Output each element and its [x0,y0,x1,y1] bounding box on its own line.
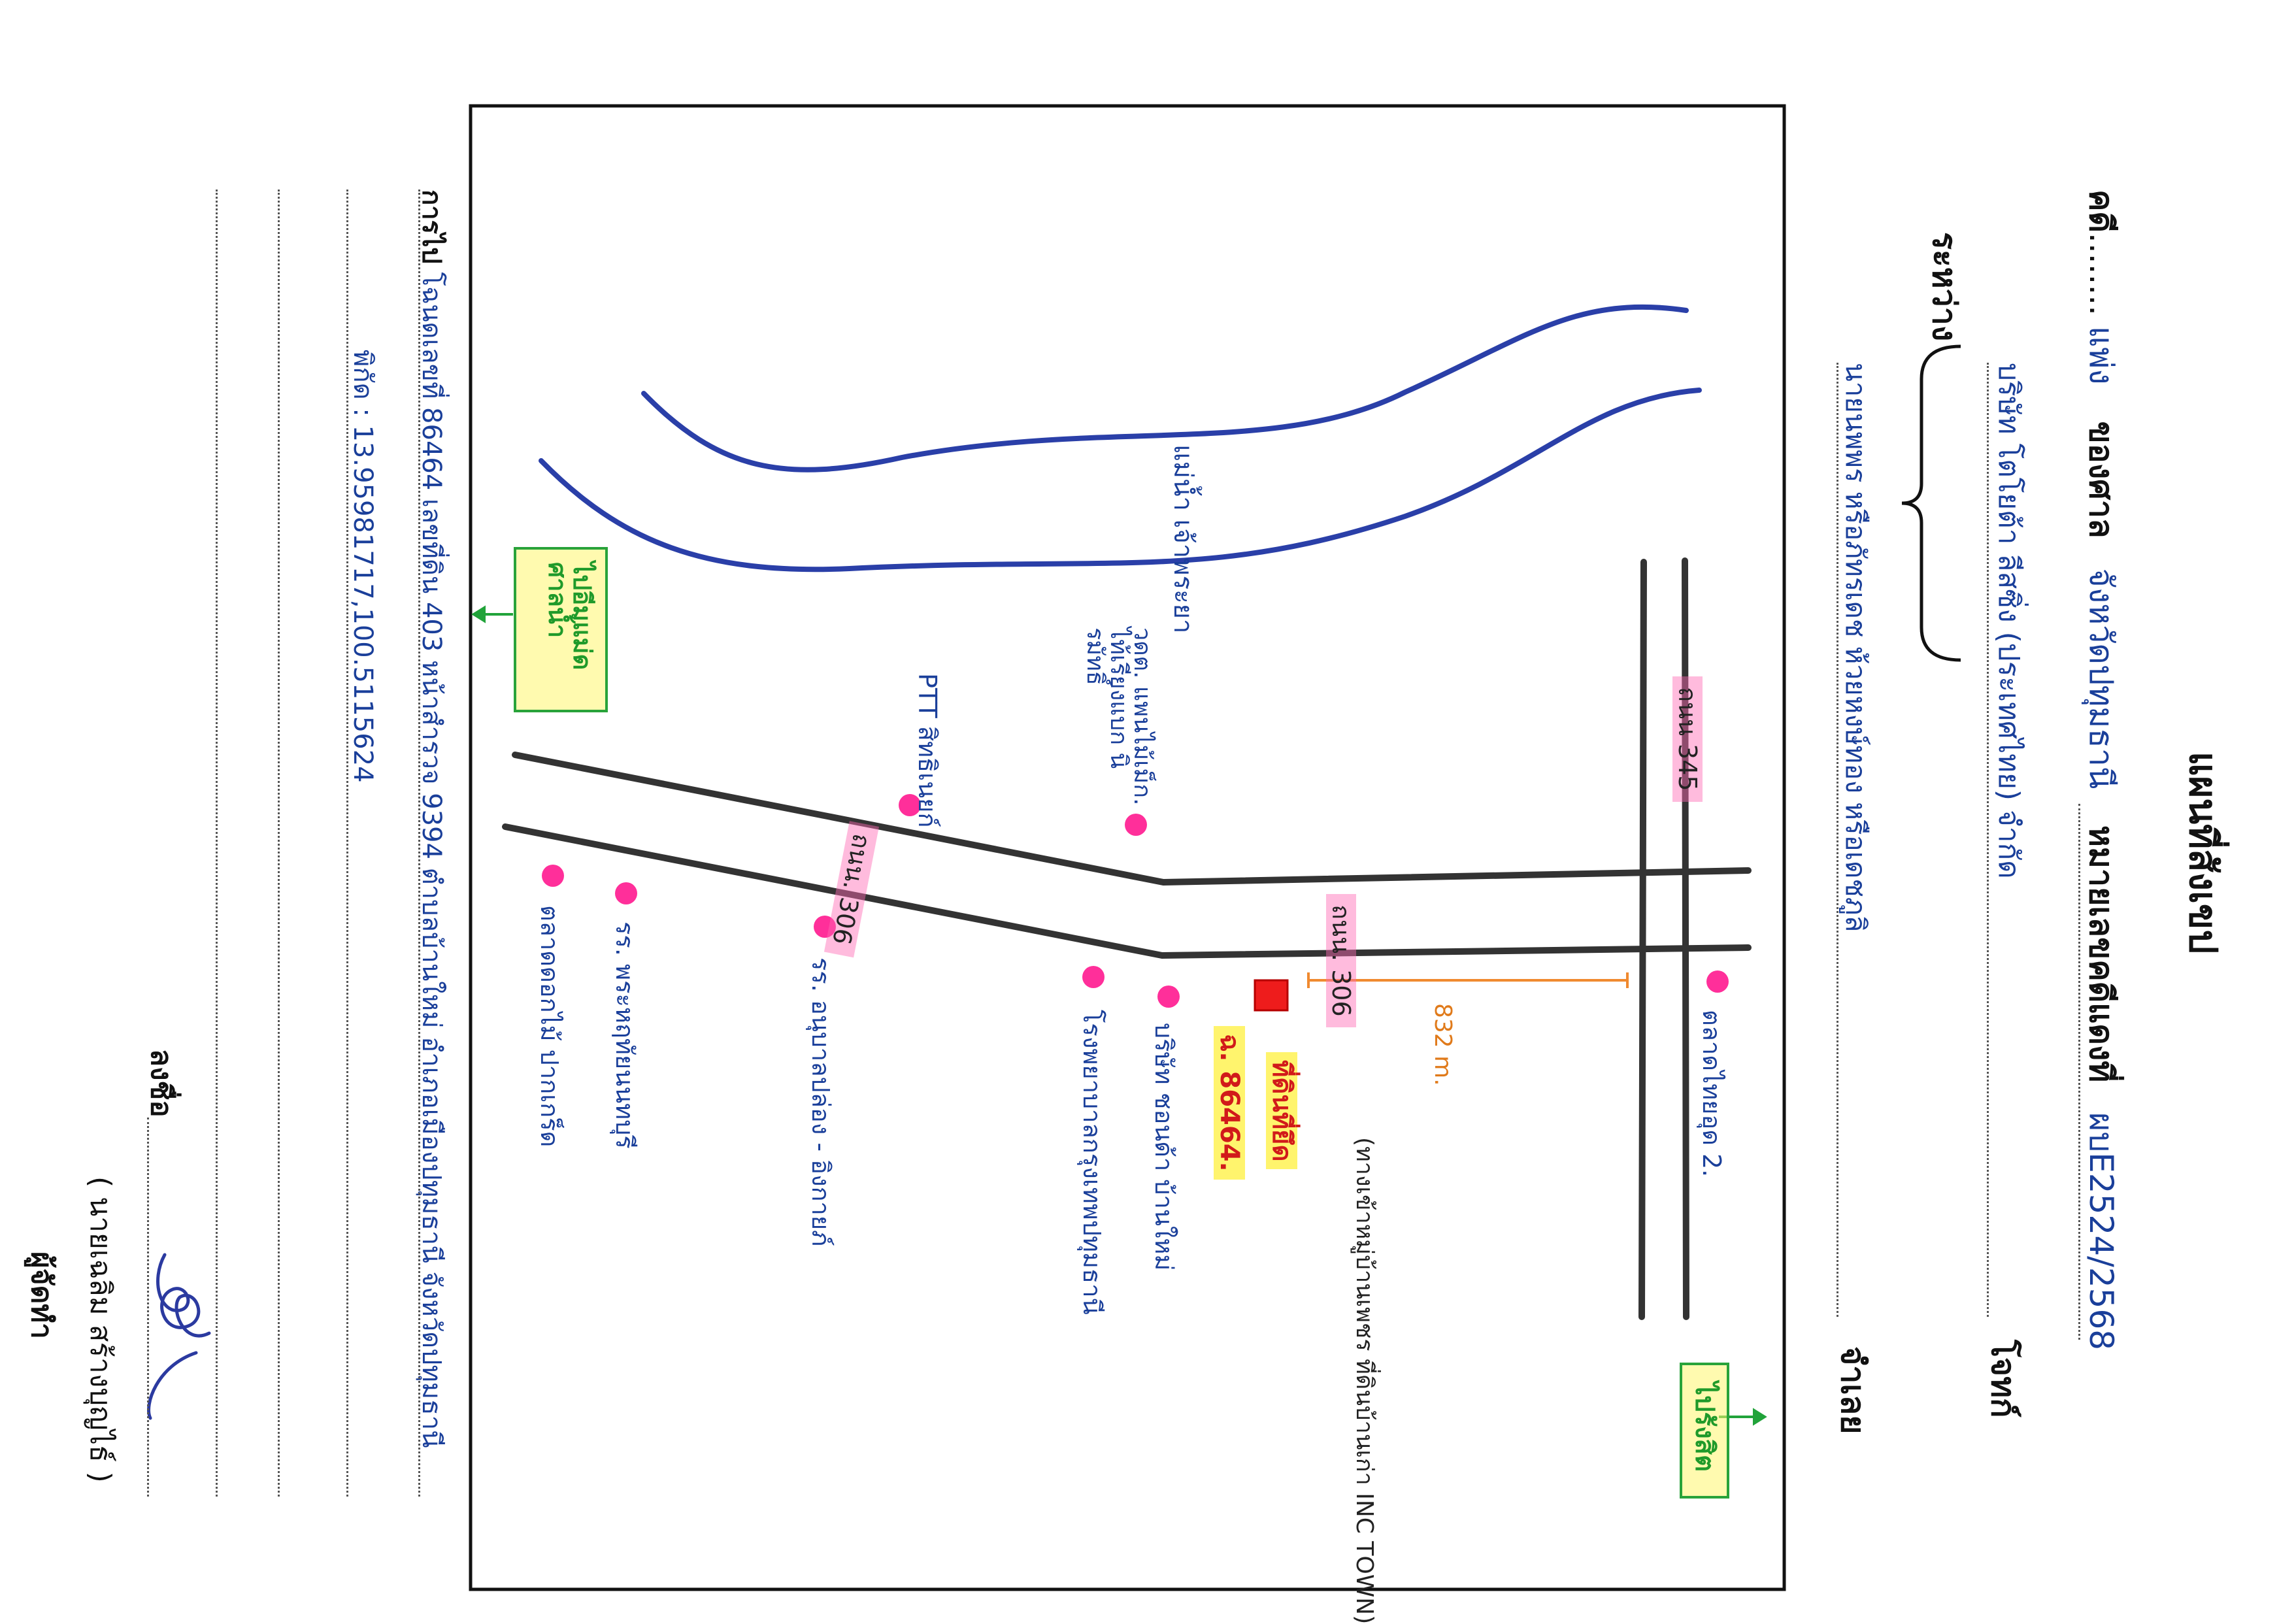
sign-dotted-line [147,1118,149,1497]
landmark-school-anuban: รร. อนุบาลปล่อง - อิงกายภ์ [806,957,835,1247]
map-frame [469,104,1786,1591]
landmark-hospital: โรงพยาบาลกรุงเทพปทุมธานี [1078,1010,1106,1315]
dot-temple [1125,814,1147,836]
dot-school-anuban [814,916,836,938]
landmark-flower-market: ตลาดดอกไม้ ปากเกร็ด [535,905,564,1148]
location-label: การไป [416,190,446,264]
location-text: โฉนดเลขที่ 86464 เลขที่ดิน 403 หน้าสำรวจ… [416,272,446,1448]
sign-label: ลงชื่อ [144,1049,178,1118]
signature-mark [147,1253,211,1420]
property-note: (ทางเข้าหมู่บ้านเพชร ที่ดินบ้านเก่า INC … [1351,1137,1378,1624]
case-dotted-line [2078,804,2080,1340]
direction-up-box [1680,1363,1729,1499]
road-306-lower [502,823,1752,959]
landmark-school-phra: รร. พระหฤทัยนนทบุรี [610,921,639,1149]
coords: พิกัด : 13.95981717,100.5115624 [348,350,378,783]
road-306-label: ถนน. 306 [1326,894,1356,1027]
landmark-temple: วดต. แพนไม้เม็ก. ไท้เรียงแบก นิรมัทธิ์ [1082,627,1155,806]
brace [1901,344,1961,662]
landmark-dots [542,794,1729,1008]
dot-thai-market [1706,970,1729,993]
arrow-up-head [1753,1408,1767,1426]
landmark-ptt: PTT สิทธิเนยก์ [913,673,942,828]
signer-role: ผู้จัดทำ [25,1251,58,1339]
dot-hospital [1082,966,1105,988]
river-bank-lower [539,388,1702,572]
road-306-upper [512,752,1752,886]
river-bank-upper [641,304,1689,472]
defendant-dotted-line [1837,363,1838,1317]
road-345-left [1638,559,1647,1320]
river-label: แม่น้ำ เจ้าพระยา [1168,444,1198,634]
location-line: การไป โฉนดเลขที่ 86464 เลขที่ดิน 403 หน้… [416,190,446,1448]
arrow-down-head [471,605,486,623]
direction-up-label: ไปรังสิต [1689,1382,1720,1472]
dot-ptt [899,794,921,816]
plaintiff-dotted-line [1987,363,1989,1317]
dot-honda [1157,986,1180,1008]
direction-down-box [514,547,608,712]
location-dotted-line-2 [346,190,348,1497]
landmark-thai-market: ตลาดไทยอุด 2. [1697,1010,1726,1178]
road-345-label: ถนน 345 [1672,676,1703,802]
location-dotted-line-1 [418,190,420,1497]
location-dotted-line-3 [278,190,280,1497]
property-deed: ฉ. 86464. [1214,1026,1245,1180]
property-label: ที่ดินที่ยึด [1266,1052,1297,1170]
direction-arrows [471,605,1767,1426]
signer-name: ( นายเฉลิม สร้างบุญไธ์ ) [84,1176,117,1483]
road-345-right [1682,557,1689,1320]
landmark-honda: บริษัท ชอนด้า บ้านใหม่ [1150,1023,1178,1271]
dot-school-phra [615,882,637,904]
property-marker [1254,979,1289,1012]
direction-down-label: ไปอีมแม่ด ศาลน้ำ [543,562,597,671]
location-dotted-line-4 [216,190,218,1497]
dot-flower-market [542,865,564,887]
distance-label: 832 m. [1429,1003,1456,1086]
